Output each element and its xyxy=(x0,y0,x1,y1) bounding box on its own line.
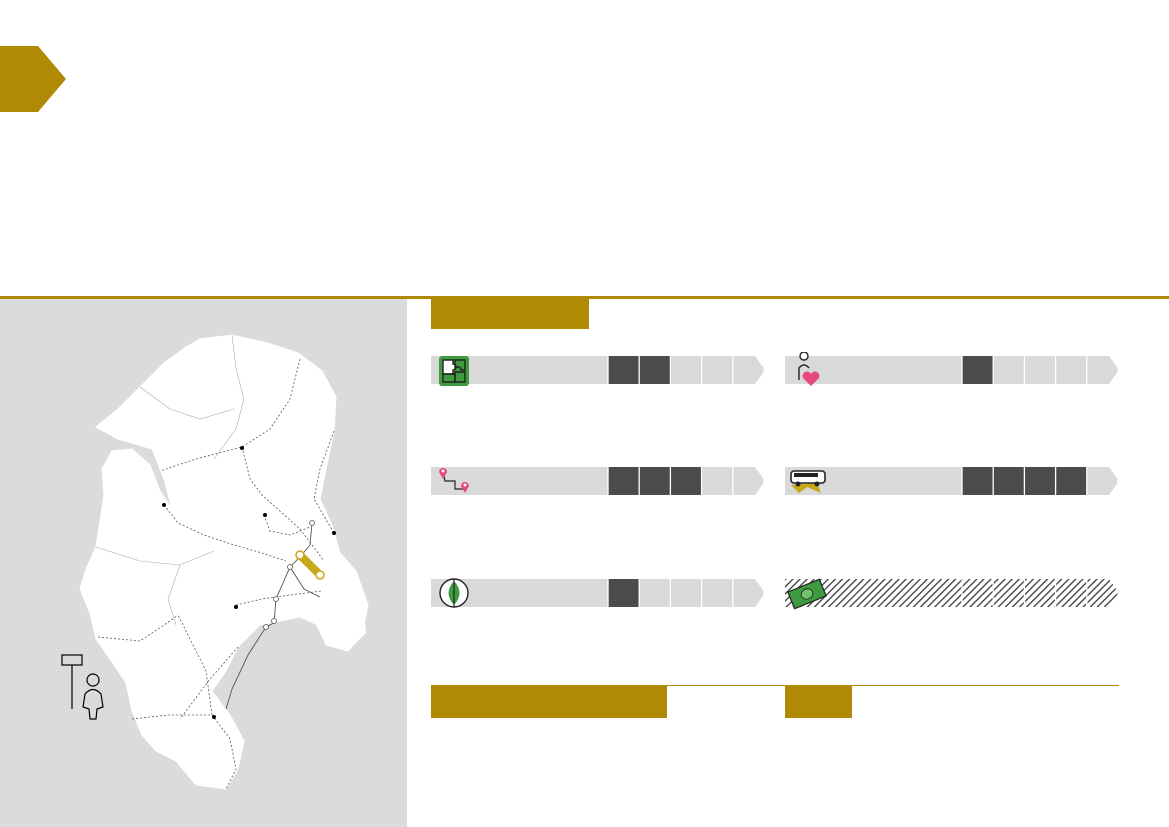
map-panel xyxy=(0,299,407,827)
island-shape xyxy=(79,334,369,790)
rating-bar xyxy=(431,467,765,495)
rating-segment-filled xyxy=(962,467,994,495)
rating-bar-hatched xyxy=(785,579,1119,607)
rating-row-distance xyxy=(431,467,765,495)
rating-segment-filled xyxy=(608,467,640,495)
rating-segment-filled xyxy=(993,467,1025,495)
bottom-left-section-tab xyxy=(431,686,667,718)
rail-stations xyxy=(263,520,315,630)
rail-line xyxy=(225,522,321,710)
rating-bar xyxy=(431,356,765,384)
rating-bar xyxy=(785,467,1119,495)
ratings-section-tab xyxy=(431,299,589,329)
rating-bar xyxy=(785,356,1119,384)
municipal-borders xyxy=(95,334,245,626)
scale-figure-icon xyxy=(61,654,104,720)
rating-track xyxy=(785,579,1119,607)
rating-track xyxy=(785,356,1119,384)
east-peninsula xyxy=(316,595,366,651)
rating-track xyxy=(431,467,765,495)
rating-segment-filled xyxy=(639,356,671,384)
bottom-right-section-tab xyxy=(785,686,852,718)
puzzle-icon xyxy=(439,356,469,386)
section-divider xyxy=(0,296,1169,299)
rating-segment-filled xyxy=(962,356,994,384)
route-pins-icon xyxy=(439,468,469,493)
bottom-divider xyxy=(431,685,1119,686)
rating-row-sustainability xyxy=(431,578,765,608)
leaf-coin-icon xyxy=(439,578,469,608)
person-heart-icon xyxy=(798,352,820,386)
rating-segment-filled xyxy=(670,467,702,495)
rating-row-cooperation xyxy=(431,356,765,386)
corner-arrow-tab xyxy=(0,46,66,112)
rating-segment-filled xyxy=(639,467,671,495)
rating-segment-filled xyxy=(608,356,640,384)
rating-bar xyxy=(431,579,765,607)
rating-track xyxy=(431,579,765,607)
rating-row-cost xyxy=(785,578,1119,610)
rating-row-care xyxy=(785,352,1119,386)
rating-segment-filled xyxy=(1024,467,1056,495)
bus-icon xyxy=(790,470,826,493)
rating-track xyxy=(431,356,765,384)
rating-segment-filled xyxy=(1055,467,1087,495)
town-markers xyxy=(162,446,336,719)
island-map xyxy=(61,334,369,790)
western-islet xyxy=(98,451,126,561)
banknote-icon xyxy=(787,578,827,610)
rating-segment-filled xyxy=(608,579,640,607)
rating-row-transport xyxy=(785,467,1119,495)
